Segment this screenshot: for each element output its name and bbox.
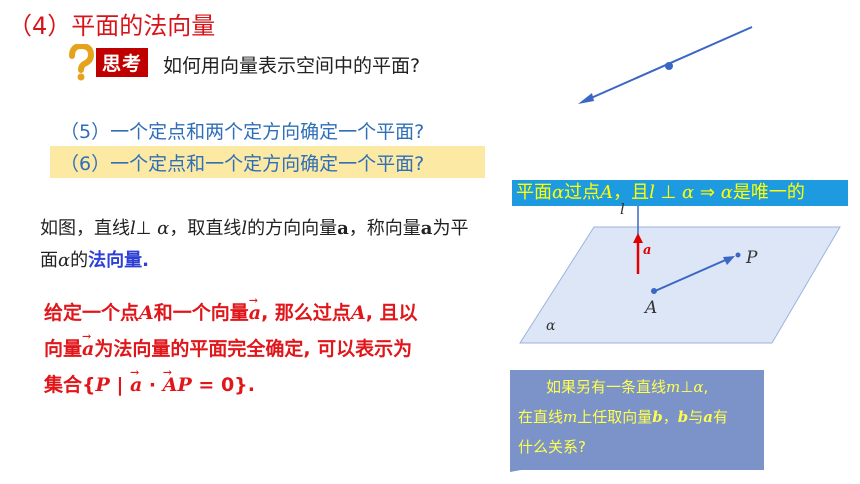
banner-text: 是唯一的	[732, 182, 805, 203]
alpha-symbol: α	[58, 250, 71, 271]
label-a: a	[643, 243, 652, 258]
dot-symbol: ·	[142, 374, 163, 396]
alpha-symbol: α	[552, 182, 565, 203]
def-text: 和一个向量	[153, 302, 249, 324]
line-l: l	[649, 182, 655, 203]
vector-b: b	[677, 408, 689, 426]
note-text: 如果另有一条直线m⊥α, 在直线m上任取向量b，b与a有 什么关系?	[518, 372, 764, 462]
def-text: |	[109, 374, 130, 396]
think-badge: 思考	[96, 48, 149, 77]
note-line: ，	[662, 408, 678, 426]
normal-vector-paragraph: 如图，直线l⊥ α，取直线l的方向向量a，称向量a为平面α的法向量.	[40, 213, 480, 277]
arrow-head-icon	[578, 93, 594, 104]
set-notation: 集合{	[44, 374, 96, 396]
alpha-symbol: α	[151, 218, 170, 239]
point-A: A	[350, 302, 366, 324]
period: .	[142, 250, 149, 271]
point-P-marker	[735, 252, 741, 258]
perp-symbol: ⊥	[135, 218, 152, 239]
note-line: ,	[703, 378, 709, 396]
alpha-symbol: α	[720, 182, 733, 203]
note-box	[510, 370, 764, 470]
para-text: ，取直线	[169, 218, 242, 239]
plane-figure	[519, 206, 841, 344]
note-line: 什么关系?	[518, 438, 586, 456]
banner-text: 过点	[564, 182, 601, 203]
banner-text: ，且	[613, 182, 650, 203]
normal-arrow-head-icon	[633, 233, 643, 243]
point-A: A	[600, 182, 614, 203]
alpha-symbol: α	[682, 182, 695, 203]
vector-b: b	[652, 408, 663, 426]
vector-AP-arrow	[654, 257, 731, 292]
item-5: （5）一个定点和两个定方向确定一个平面?	[60, 121, 425, 143]
vector-a: a	[703, 408, 714, 426]
page-title: （4）平面的法向量	[8, 12, 216, 40]
vector-a: a	[420, 218, 433, 239]
ap-arrow-head-icon	[723, 256, 735, 265]
point-A-marker	[651, 288, 657, 294]
implies-symbol: ⇒	[694, 182, 721, 203]
label-A: A	[645, 298, 658, 318]
def-text: , 且以	[365, 302, 418, 324]
note-line: 与	[688, 408, 704, 426]
point-P: P	[95, 374, 110, 396]
perp-symbol: ⊥	[680, 378, 694, 396]
def-text: 给定一个点	[44, 302, 140, 324]
vector-a: a	[337, 218, 349, 239]
note-line: 上任取向量	[577, 408, 653, 426]
vector-AP: AP	[163, 355, 192, 403]
def-text: 为法向量的平面完全确定, 可以表示为	[94, 338, 413, 360]
question-mark-icon	[69, 44, 95, 81]
vector-a: a	[130, 355, 142, 403]
definition-text: 给定一个点A和一个向量a, 那么过点A, 且以 向量a为法向量的平面完全确定, …	[44, 283, 484, 403]
perp-symbol: ⊥	[654, 182, 683, 203]
think-question: 如何用向量表示空间中的平面?	[163, 55, 421, 77]
vector-a: a	[249, 283, 261, 331]
line-l: l	[130, 218, 136, 239]
para-text: 的方向向量	[247, 218, 338, 239]
line-m: m	[666, 378, 681, 396]
line-l: l	[241, 218, 248, 239]
point-marker	[665, 62, 673, 70]
para-text: ，称向量	[348, 218, 421, 239]
note-line: 在直线	[518, 408, 564, 426]
line-arrow-figure	[578, 26, 753, 104]
label-l: l	[620, 200, 625, 218]
vector-a: a	[82, 319, 94, 367]
point-A: A	[139, 302, 154, 324]
label-P: P	[746, 248, 758, 268]
normal-vector-term: 法向量	[88, 250, 143, 271]
def-text: 向量	[44, 338, 83, 360]
line-m: m	[563, 408, 578, 426]
para-text: 如图，直线	[40, 218, 130, 239]
def-text: = 0}.	[191, 374, 255, 396]
para-text: 的	[70, 250, 89, 271]
note-line: 如果另有一条直线	[546, 378, 667, 396]
plane-alpha	[519, 226, 841, 344]
note-line: 有	[713, 408, 729, 426]
item-6: （6）一个定点和一个定方向确定一个平面?	[60, 153, 425, 175]
think-section	[62, 44, 154, 82]
def-text: , 那么过点	[261, 302, 351, 324]
alpha-symbol: α	[693, 378, 704, 396]
label-alpha: α	[546, 318, 556, 334]
banner-text: 平面	[516, 182, 552, 203]
item-6-highlight	[50, 146, 485, 178]
uniqueness-banner: 平面α过点A，且l ⊥ α ⇒ α是唯一的	[512, 180, 848, 206]
note-box-wave	[510, 460, 764, 472]
para-text: 为平面	[40, 218, 469, 271]
